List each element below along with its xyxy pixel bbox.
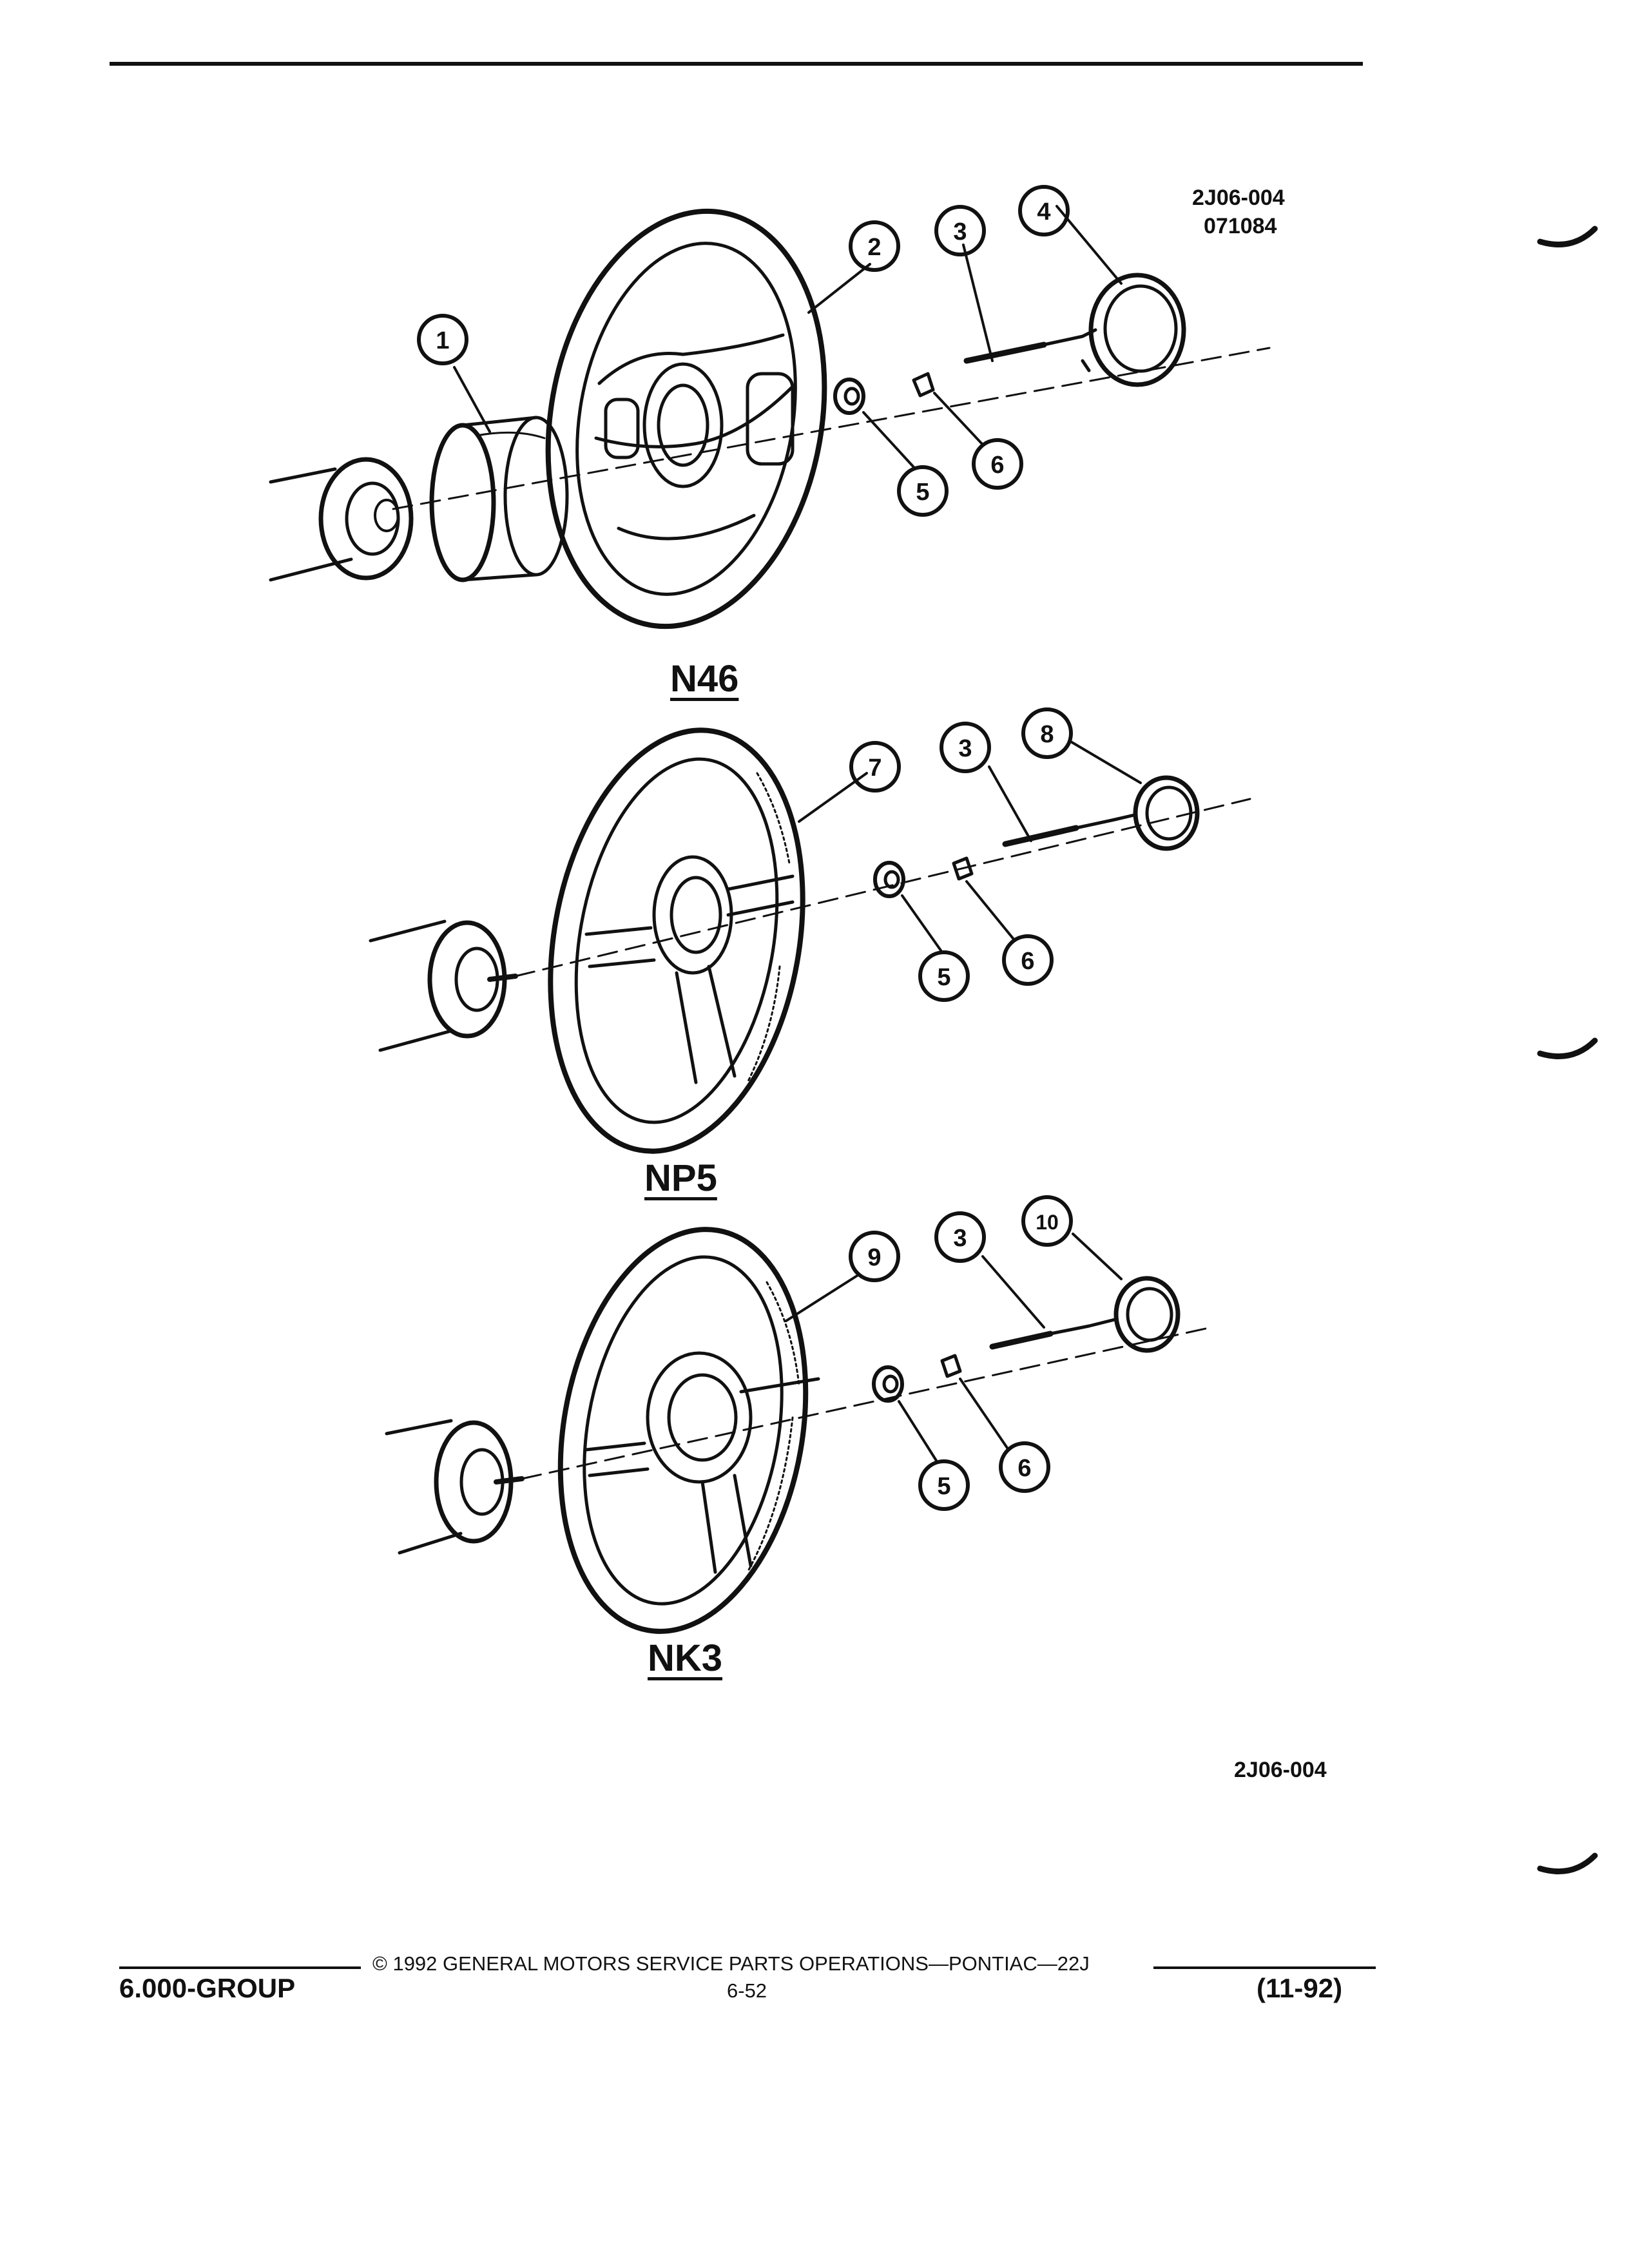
figure-code: 2J06-004 xyxy=(1192,186,1285,210)
callout-number: 6 xyxy=(990,452,1004,479)
callout-7 xyxy=(849,741,901,793)
callout-number: 8 xyxy=(1040,721,1054,748)
assembly-np5 xyxy=(369,727,1251,1154)
shaft-nut xyxy=(872,1365,904,1403)
callout-3 xyxy=(934,1211,986,1263)
assembly-label-nk3: NK3 xyxy=(648,1637,723,1679)
callout-3 xyxy=(934,205,986,256)
binder-mark xyxy=(1537,1037,1598,1059)
steering-wheel-n46 xyxy=(545,208,827,629)
footer-copyright: © 1992 GENERAL MOTORS SERVICE PARTS OPER… xyxy=(372,1952,1090,1975)
callout-5 xyxy=(918,1459,970,1511)
callout-number: 9 xyxy=(867,1244,881,1271)
callout-number: 3 xyxy=(953,1225,967,1252)
callout-6 xyxy=(1002,934,1054,986)
binder-mark xyxy=(1537,1852,1598,1874)
horn-retainer xyxy=(952,856,974,881)
callout-3 xyxy=(940,722,991,773)
callout-number: 2 xyxy=(867,234,881,261)
callout-10 xyxy=(1021,1195,1073,1247)
callout-number: 5 xyxy=(916,479,929,506)
callout-number: 6 xyxy=(1017,1455,1031,1482)
callout-8 xyxy=(1021,707,1073,759)
callout-6 xyxy=(999,1441,1050,1493)
shaft-nut xyxy=(833,378,865,415)
steering-column xyxy=(369,919,518,1052)
callout-number: 6 xyxy=(1021,948,1034,975)
steering-wheel-nk3 xyxy=(557,1227,820,1634)
shaft-nut xyxy=(873,861,905,898)
footer-page-number: 6-52 xyxy=(727,1979,767,2002)
steering-column xyxy=(385,1419,525,1555)
callout-number: 7 xyxy=(868,754,882,782)
footer-date: (11-92) xyxy=(1257,1973,1343,2003)
callout-number: 5 xyxy=(937,964,950,991)
callout-number: 4 xyxy=(1037,198,1050,226)
assembly-n46 xyxy=(269,205,1271,629)
horn-retainer xyxy=(912,372,935,398)
callout-number: 3 xyxy=(958,735,972,762)
footer-group: 6.000-GROUP xyxy=(119,1973,296,2003)
callout-5 xyxy=(918,950,970,1002)
assembly-label-n46: N46 xyxy=(670,658,739,700)
header-rule xyxy=(110,62,1363,66)
callout-number: 3 xyxy=(953,218,967,245)
horn-cap-np5 xyxy=(1133,775,1200,851)
steering-wheel-np5 xyxy=(548,727,805,1154)
assembly-nk3 xyxy=(385,1227,1213,1634)
steering-column xyxy=(269,457,414,582)
footer-rule-left xyxy=(119,1966,361,1969)
horn-cap-nk3 xyxy=(1113,1276,1181,1353)
callout-number: 1 xyxy=(436,327,449,354)
assembly-label-np5: NP5 xyxy=(644,1157,717,1199)
figure-code-bottom: 2J06-004 xyxy=(1234,1758,1327,1782)
horn-cap-n46 xyxy=(1081,273,1186,387)
callout-number: 10 xyxy=(1036,1211,1059,1234)
horn-contact-spring xyxy=(1002,813,1136,847)
callout-2 xyxy=(849,220,900,272)
callout-5 xyxy=(897,465,949,517)
callout-4 xyxy=(1018,185,1070,236)
callout-1 xyxy=(417,314,468,365)
callout-9 xyxy=(849,1231,900,1282)
figure-date: 071084 xyxy=(1204,214,1277,238)
horn-retainer xyxy=(940,1354,962,1378)
binder-mark xyxy=(1537,226,1598,247)
callout-6 xyxy=(972,438,1023,490)
footer-rule-right xyxy=(1153,1966,1376,1969)
callout-number: 5 xyxy=(937,1473,950,1500)
horn-contact-spring xyxy=(989,1318,1117,1350)
